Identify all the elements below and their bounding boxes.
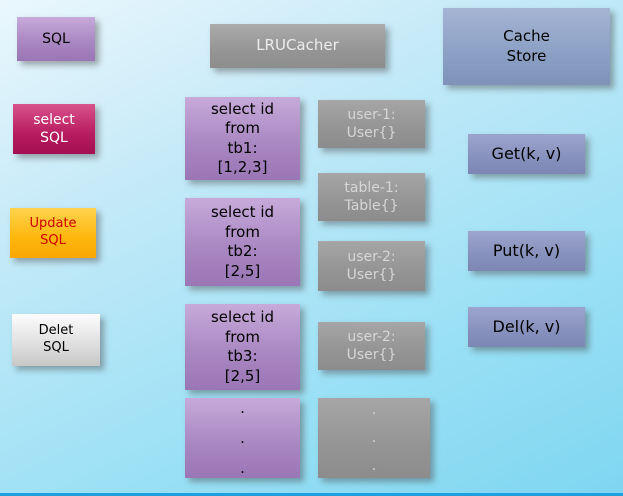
cache-entry-ellipsis-box: . . .	[318, 398, 430, 478]
sql-box: SQL	[17, 17, 95, 61]
cache-entry-box-user-2a: user-2: User{}	[318, 241, 425, 291]
query-box-tb2: select id from tb2: [2,5]	[185, 198, 300, 286]
cache-entry-box-table-1: table-1: Table{}	[318, 173, 425, 221]
cache-entry-box-user-1: user-1: User{}	[318, 100, 425, 148]
update-sql-box: Update SQL	[10, 208, 96, 258]
select-sql-box: select SQL	[13, 104, 95, 154]
query-box-tb1: select id from tb1: [1,2,3]	[185, 97, 300, 180]
del-op-box: Del(k, v)	[468, 307, 585, 347]
cache-store-box: Cache Store	[443, 8, 610, 85]
put-op-box: Put(k, v)	[468, 231, 585, 271]
query-box-tb3: select id from tb3: [2,5]	[185, 304, 300, 390]
cache-entry-box-user-2b: user-2: User{}	[318, 322, 425, 370]
delete-sql-box: Delet SQL	[12, 314, 100, 366]
query-ellipsis-box: . . .	[185, 398, 300, 478]
get-op-box: Get(k, v)	[468, 134, 585, 174]
lrucacher-box: LRUCacher	[210, 24, 385, 68]
